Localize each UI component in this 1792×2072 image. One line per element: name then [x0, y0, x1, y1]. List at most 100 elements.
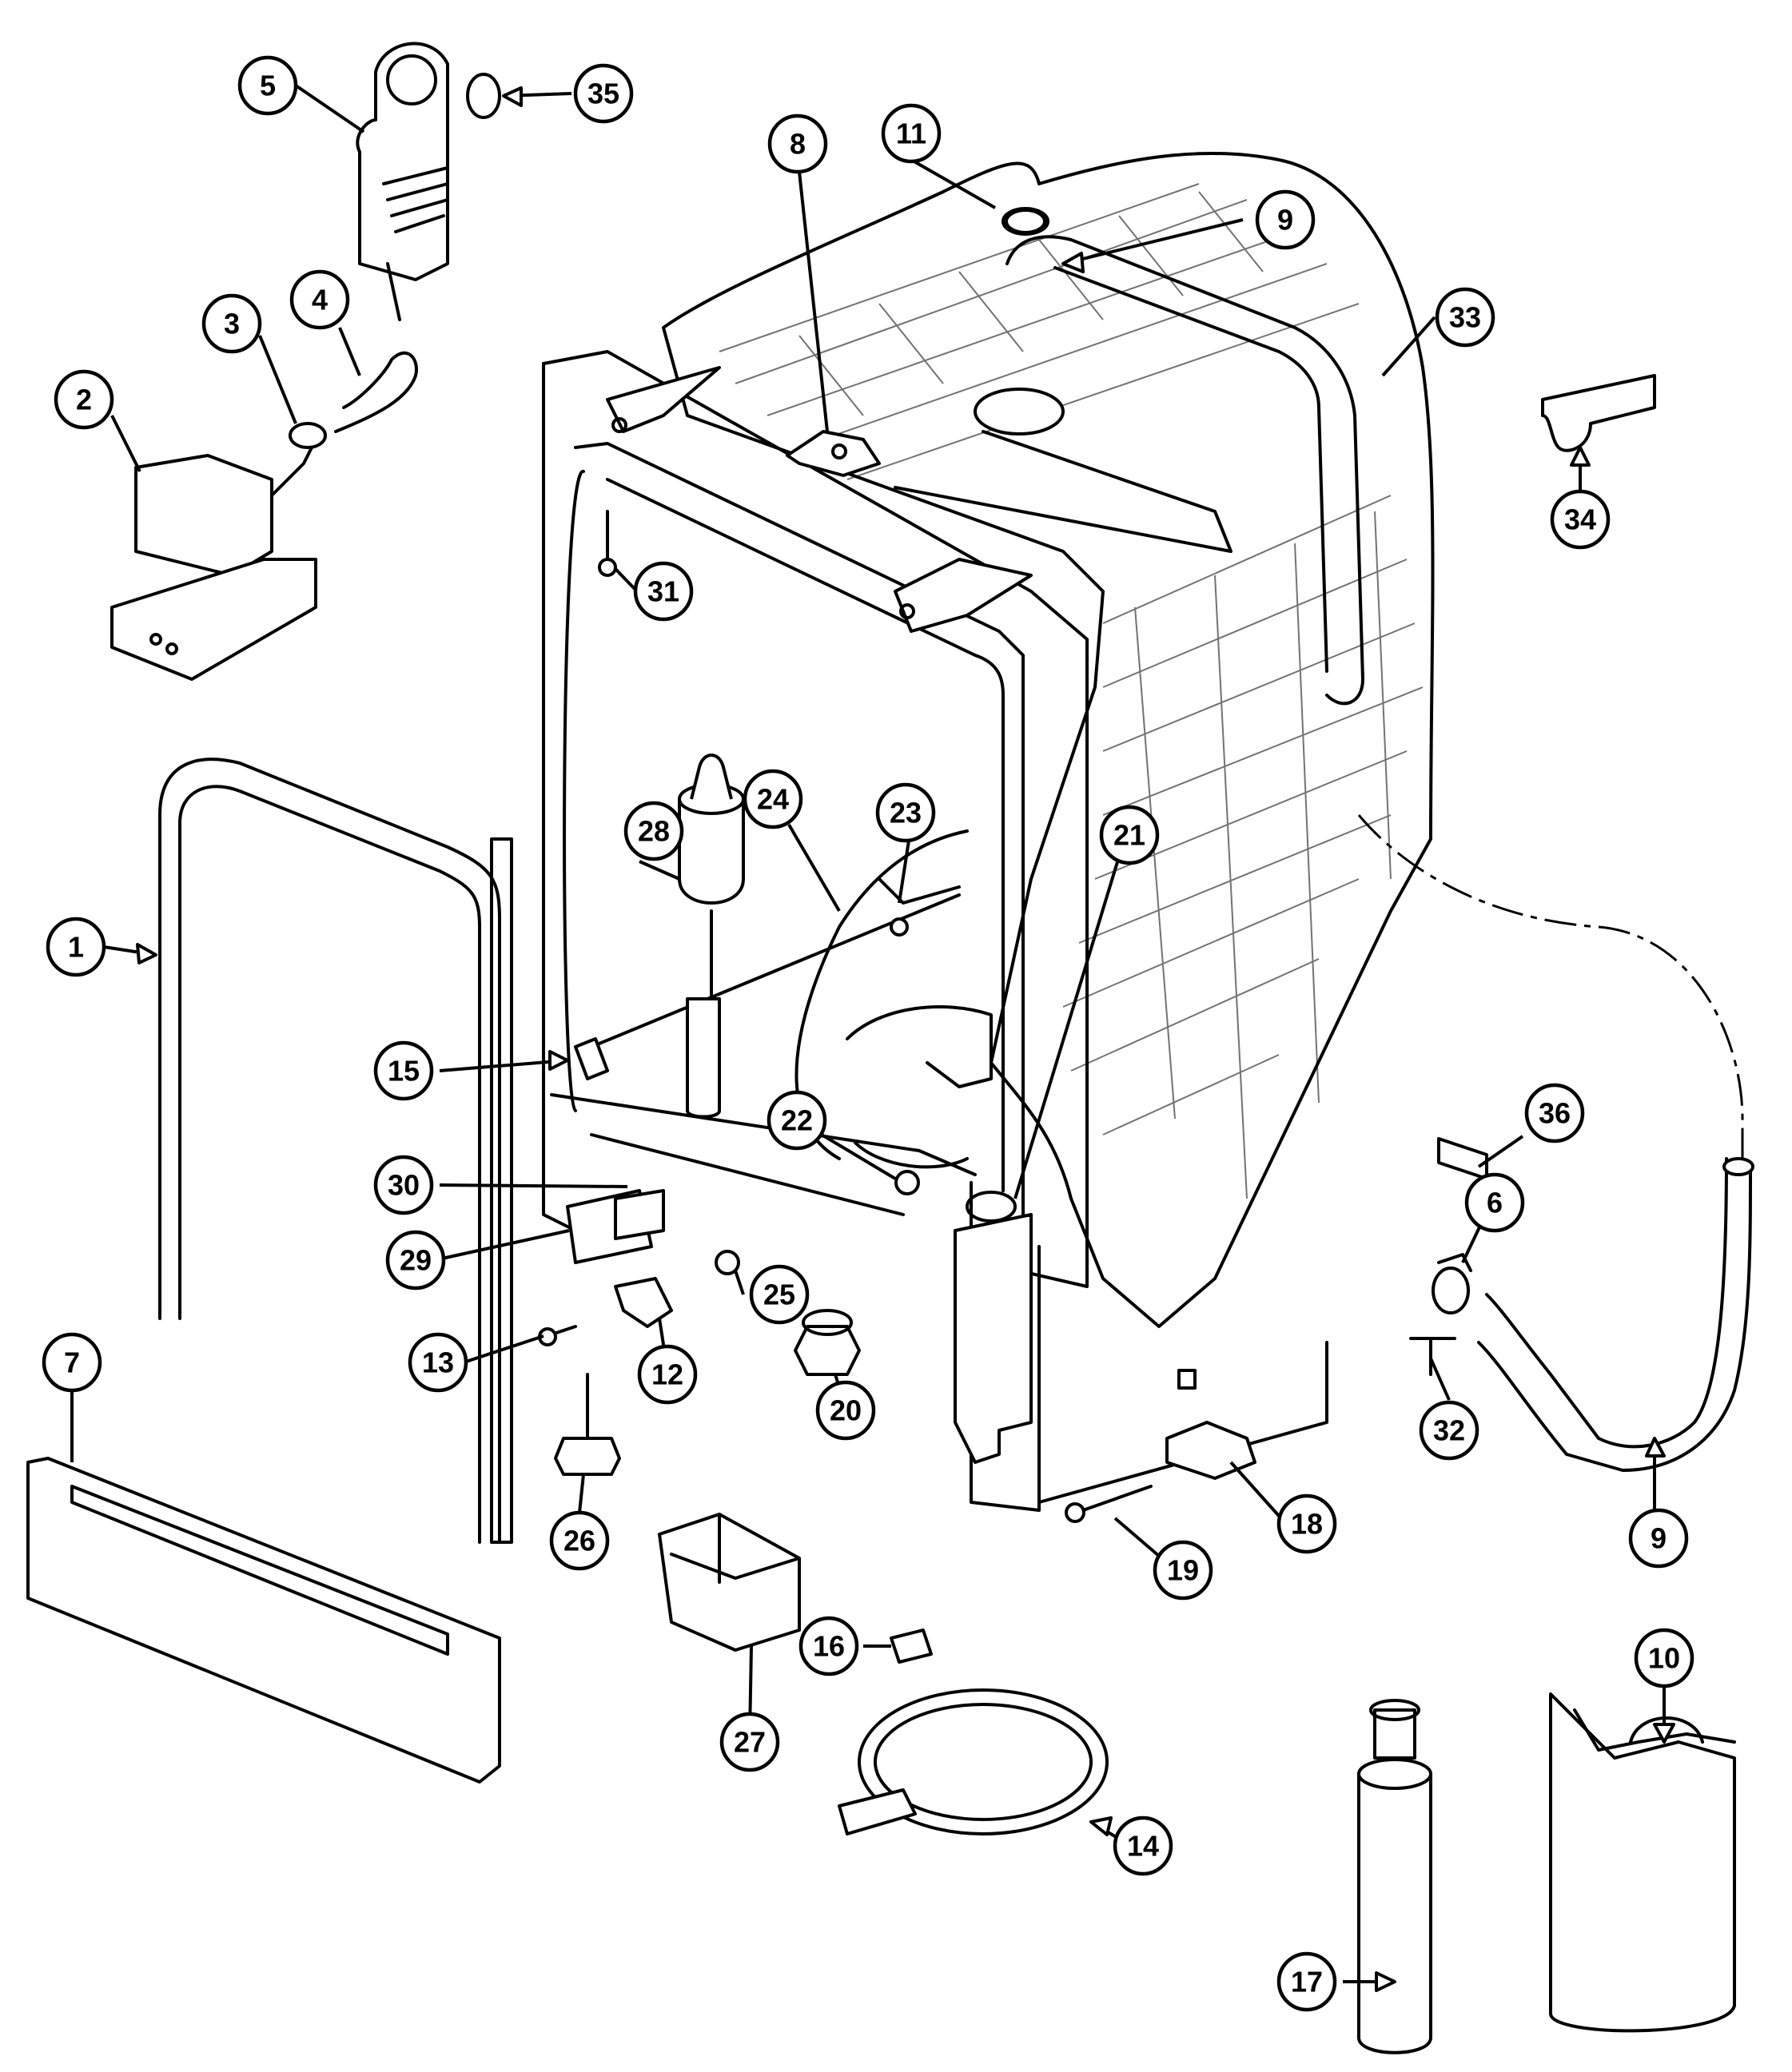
- part-18-bracket: [1165, 1421, 1256, 1480]
- callout-35-label: 35: [587, 78, 619, 110]
- callout-30-label: 30: [388, 1169, 420, 1202]
- callout-21-label: 21: [1113, 819, 1145, 852]
- callout-26: 26: [549, 1510, 610, 1571]
- callout-25: 25: [749, 1264, 810, 1325]
- callout-6-label: 6: [1487, 1187, 1503, 1219]
- arrowheads: [136, 86, 1675, 1992]
- callout-3-label: 3: [224, 308, 240, 340]
- callout-15-label: 15: [388, 1055, 420, 1088]
- callout-9-lower-label: 9: [1651, 1522, 1667, 1555]
- callout-22: 22: [767, 1090, 827, 1151]
- part-3-clamp: [289, 422, 327, 449]
- callout-11-label: 11: [896, 117, 926, 150]
- callout-16: 16: [798, 1616, 859, 1676]
- callout-1-label: 1: [68, 931, 84, 964]
- hinge-bracket-left: [606, 366, 721, 433]
- callout-30: 30: [373, 1155, 434, 1215]
- callout-4-label: 4: [312, 284, 328, 316]
- callout-27-label: 27: [734, 1726, 766, 1759]
- callout-23: 23: [875, 782, 936, 843]
- door-gasket: [158, 758, 501, 1544]
- callout-26-label: 26: [563, 1525, 595, 1557]
- part-35-o-ring: [466, 73, 501, 119]
- callout-28-label: 28: [638, 815, 670, 848]
- sump: [846, 1005, 993, 1169]
- part-6-hose-clamp: [1432, 1253, 1472, 1314]
- callout-14-label: 14: [1127, 1830, 1159, 1863]
- part-20-nut: [794, 1309, 861, 1376]
- callout-23-label: 23: [890, 797, 922, 829]
- part-13-screw: [538, 1325, 577, 1346]
- callout-14: 14: [1113, 1815, 1173, 1876]
- callout-3: 3: [201, 293, 262, 354]
- callout-1: 1: [46, 917, 106, 977]
- part-15-bumper: [574, 1037, 609, 1080]
- hinge-bracket-right: [894, 558, 1033, 633]
- callout-34: 34: [1550, 489, 1611, 550]
- callout-24-label: 24: [757, 783, 789, 816]
- callout-9-upper-label: 9: [1277, 204, 1293, 237]
- part-21-bracket: [954, 1191, 1033, 1464]
- callout-7-label: 7: [64, 1346, 80, 1379]
- part-27-box: [658, 1513, 801, 1652]
- part-25-nut: [715, 1250, 740, 1275]
- callout-5-label: 5: [260, 70, 276, 102]
- callout-34-label: 34: [1564, 503, 1596, 536]
- part-14-ring: [838, 1688, 1109, 1835]
- callout-22-label: 22: [781, 1104, 813, 1137]
- callout-21: 21: [1099, 805, 1160, 865]
- inlet-valve: [110, 446, 317, 681]
- callout-9-upper: 9: [1255, 189, 1316, 250]
- callout-9-lower: 9: [1628, 1508, 1689, 1569]
- fill-hose-lower: [1477, 1157, 1754, 1472]
- part-12-clip: [614, 1277, 673, 1328]
- callout-18-label: 18: [1291, 1508, 1323, 1541]
- callout-31: 31: [633, 561, 694, 622]
- part-16-fitting: [890, 1629, 933, 1664]
- part-10-cover: [1549, 1692, 1736, 2033]
- callout-16-label: 16: [813, 1630, 845, 1663]
- callout-29: 29: [385, 1230, 446, 1291]
- part-34-bracket: [1541, 374, 1656, 452]
- callout-19-label: 19: [1167, 1554, 1199, 1587]
- callout-13: 13: [408, 1332, 468, 1393]
- tub-insulation-blanket: [662, 151, 1435, 1328]
- part-17-filter: [1357, 1699, 1432, 2054]
- part-26-leveling-leg: [554, 1373, 621, 1476]
- callout-19: 19: [1153, 1540, 1213, 1601]
- callout-13-label: 13: [422, 1346, 454, 1379]
- callout-11: 11: [881, 103, 942, 164]
- part-36-plate: [1437, 1137, 1488, 1180]
- part-22-nut: [894, 1170, 920, 1195]
- part-5-vent: [356, 42, 449, 321]
- callout-17-label: 17: [1291, 1966, 1323, 1998]
- tub-frame: [490, 350, 1328, 1544]
- callout-12-label: 12: [651, 1358, 683, 1391]
- callout-32: 32: [1419, 1400, 1479, 1461]
- part-32-plug: [1409, 1337, 1456, 1376]
- part-29-switch: [566, 1189, 665, 1264]
- callout-27: 27: [719, 1712, 780, 1772]
- callout-2: 2: [54, 369, 114, 430]
- fill-hose-upper: [1006, 235, 1364, 706]
- leader-lines: [70, 84, 1666, 1983]
- callout-33-label: 33: [1449, 301, 1481, 334]
- kick-plate: [26, 1457, 501, 1784]
- callout-7: 7: [42, 1332, 102, 1393]
- callout-25-label: 25: [763, 1279, 795, 1311]
- callout-15: 15: [373, 1040, 434, 1101]
- callout-8-label: 8: [790, 128, 806, 161]
- callout-4: 4: [289, 269, 350, 330]
- callout-12: 12: [637, 1344, 698, 1405]
- hose-4: [334, 351, 418, 433]
- callout-24: 24: [743, 769, 803, 829]
- callout-8: 8: [767, 113, 828, 174]
- part-19-bolt: [1065, 1485, 1153, 1523]
- callout-18: 18: [1276, 1493, 1337, 1554]
- callout-33: 33: [1435, 287, 1495, 348]
- callout-10-label: 10: [1648, 1642, 1680, 1675]
- callout-31-label: 31: [647, 575, 679, 608]
- callout-6: 6: [1464, 1172, 1525, 1233]
- callout-36: 36: [1524, 1083, 1585, 1143]
- callout-10: 10: [1634, 1628, 1694, 1688]
